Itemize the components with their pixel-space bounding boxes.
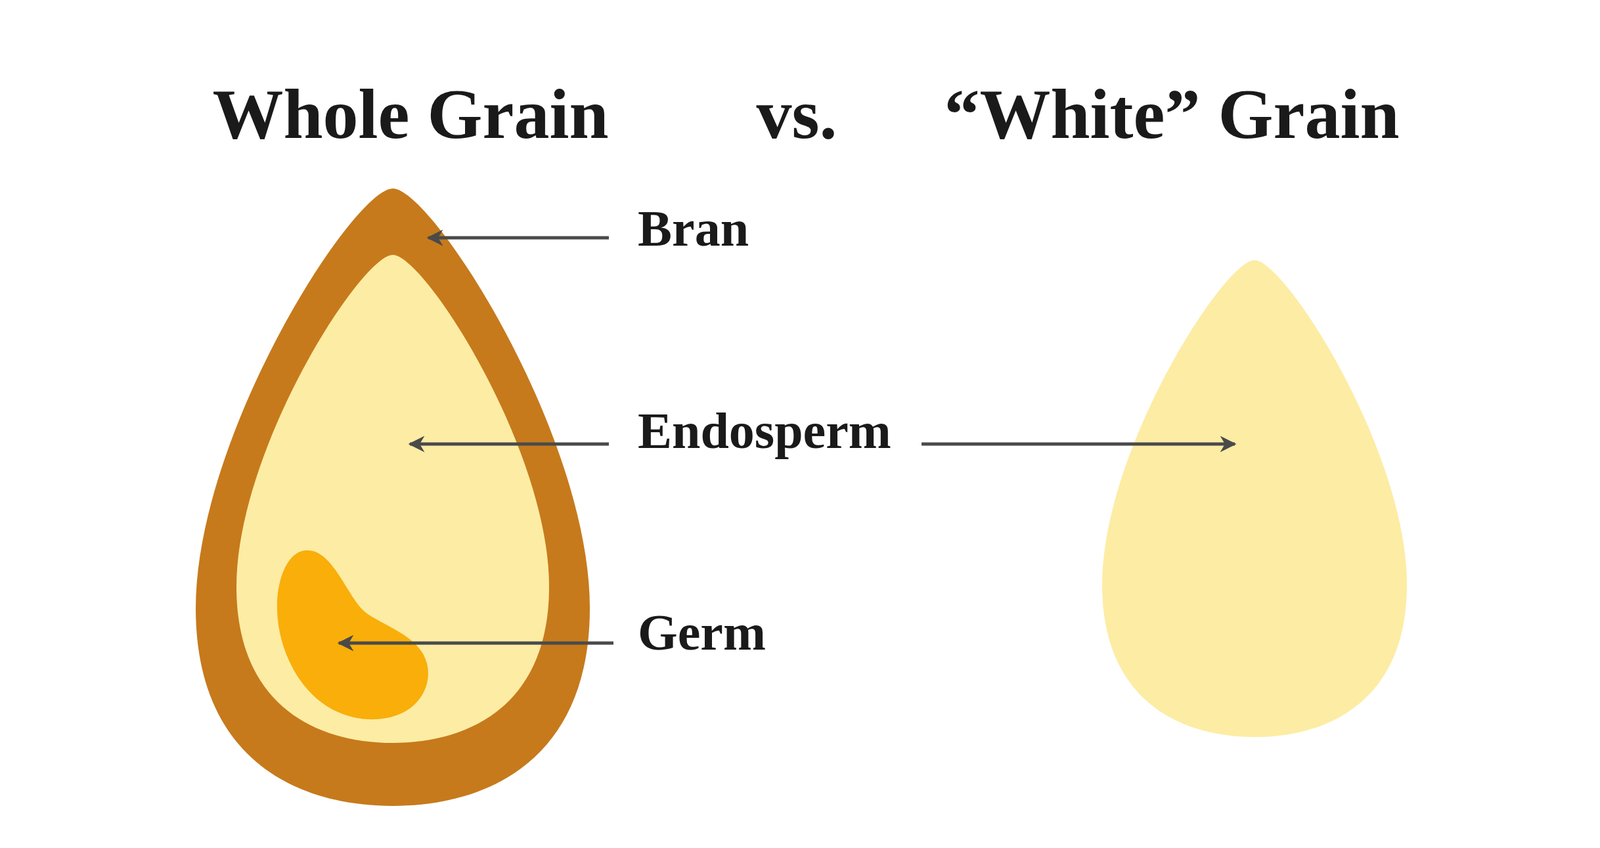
part-label: Bran xyxy=(637,202,749,255)
leader-line xyxy=(409,442,609,446)
part-label: Endosperm xyxy=(637,405,892,457)
heading: Whole Grain xyxy=(212,78,609,150)
leader-line xyxy=(921,442,1235,446)
heading: vs. xyxy=(755,78,837,150)
endosperm-core xyxy=(236,254,550,743)
leader-line xyxy=(428,236,609,240)
heading: “White” Grain xyxy=(944,78,1400,150)
germ xyxy=(277,550,429,720)
white-grain-endosperm xyxy=(1102,260,1407,737)
leader-line xyxy=(338,641,614,645)
bran-layer xyxy=(195,188,590,806)
part-label: Germ xyxy=(637,606,766,659)
